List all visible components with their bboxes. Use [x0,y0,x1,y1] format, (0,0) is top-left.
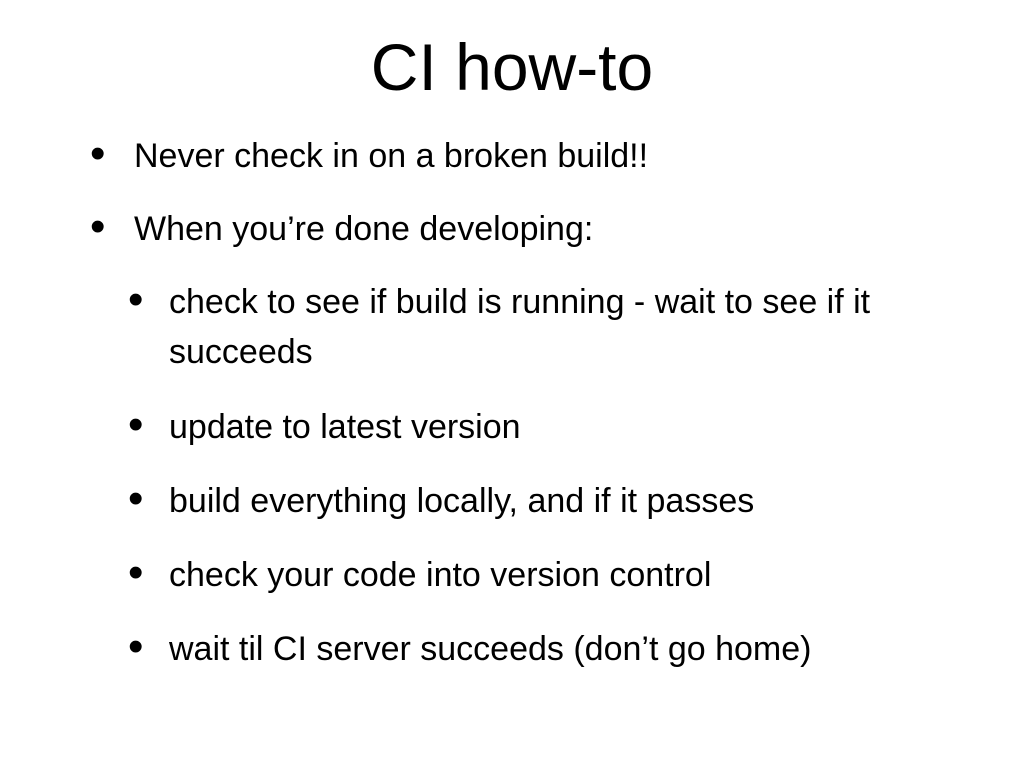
sub-bullet-item: • update to latest version [128,402,968,452]
bullet-item: • Never check in on a broken build!! [90,131,970,181]
bullet-dot-icon: • [128,474,144,523]
sub-bullet-text: build everything locally, and if it pass… [169,482,755,520]
sub-bullet-item: • check to see if build is running - wai… [128,277,968,377]
bullet-dot-icon: • [128,275,144,324]
bullet-text: When you’re done developing: [134,210,594,248]
sub-bullet-item: • check your code into version control [128,550,968,600]
sub-bullet-text: update to latest version [169,408,521,446]
sub-bullet-text: check your code into version control [169,556,712,594]
sub-bullet-item: • wait til CI server succeeds (don’t go … [128,624,968,674]
bullet-dot-icon: • [128,548,144,597]
sub-bullet-text: wait til CI server succeeds (don’t go ho… [169,630,812,668]
bullet-dot-icon: • [128,622,144,671]
sub-bullet-item: • build everything locally, and if it pa… [128,476,968,526]
bullet-item: • When you’re done developing: [90,204,970,254]
bullet-dot-icon: • [90,202,106,251]
sub-bullet-text: check to see if build is running - wait … [169,283,871,371]
bullet-dot-icon: • [90,129,106,178]
bullet-dot-icon: • [128,400,144,449]
bullet-text: Never check in on a broken build!! [134,137,649,175]
slide-title: CI how-to [370,30,654,104]
